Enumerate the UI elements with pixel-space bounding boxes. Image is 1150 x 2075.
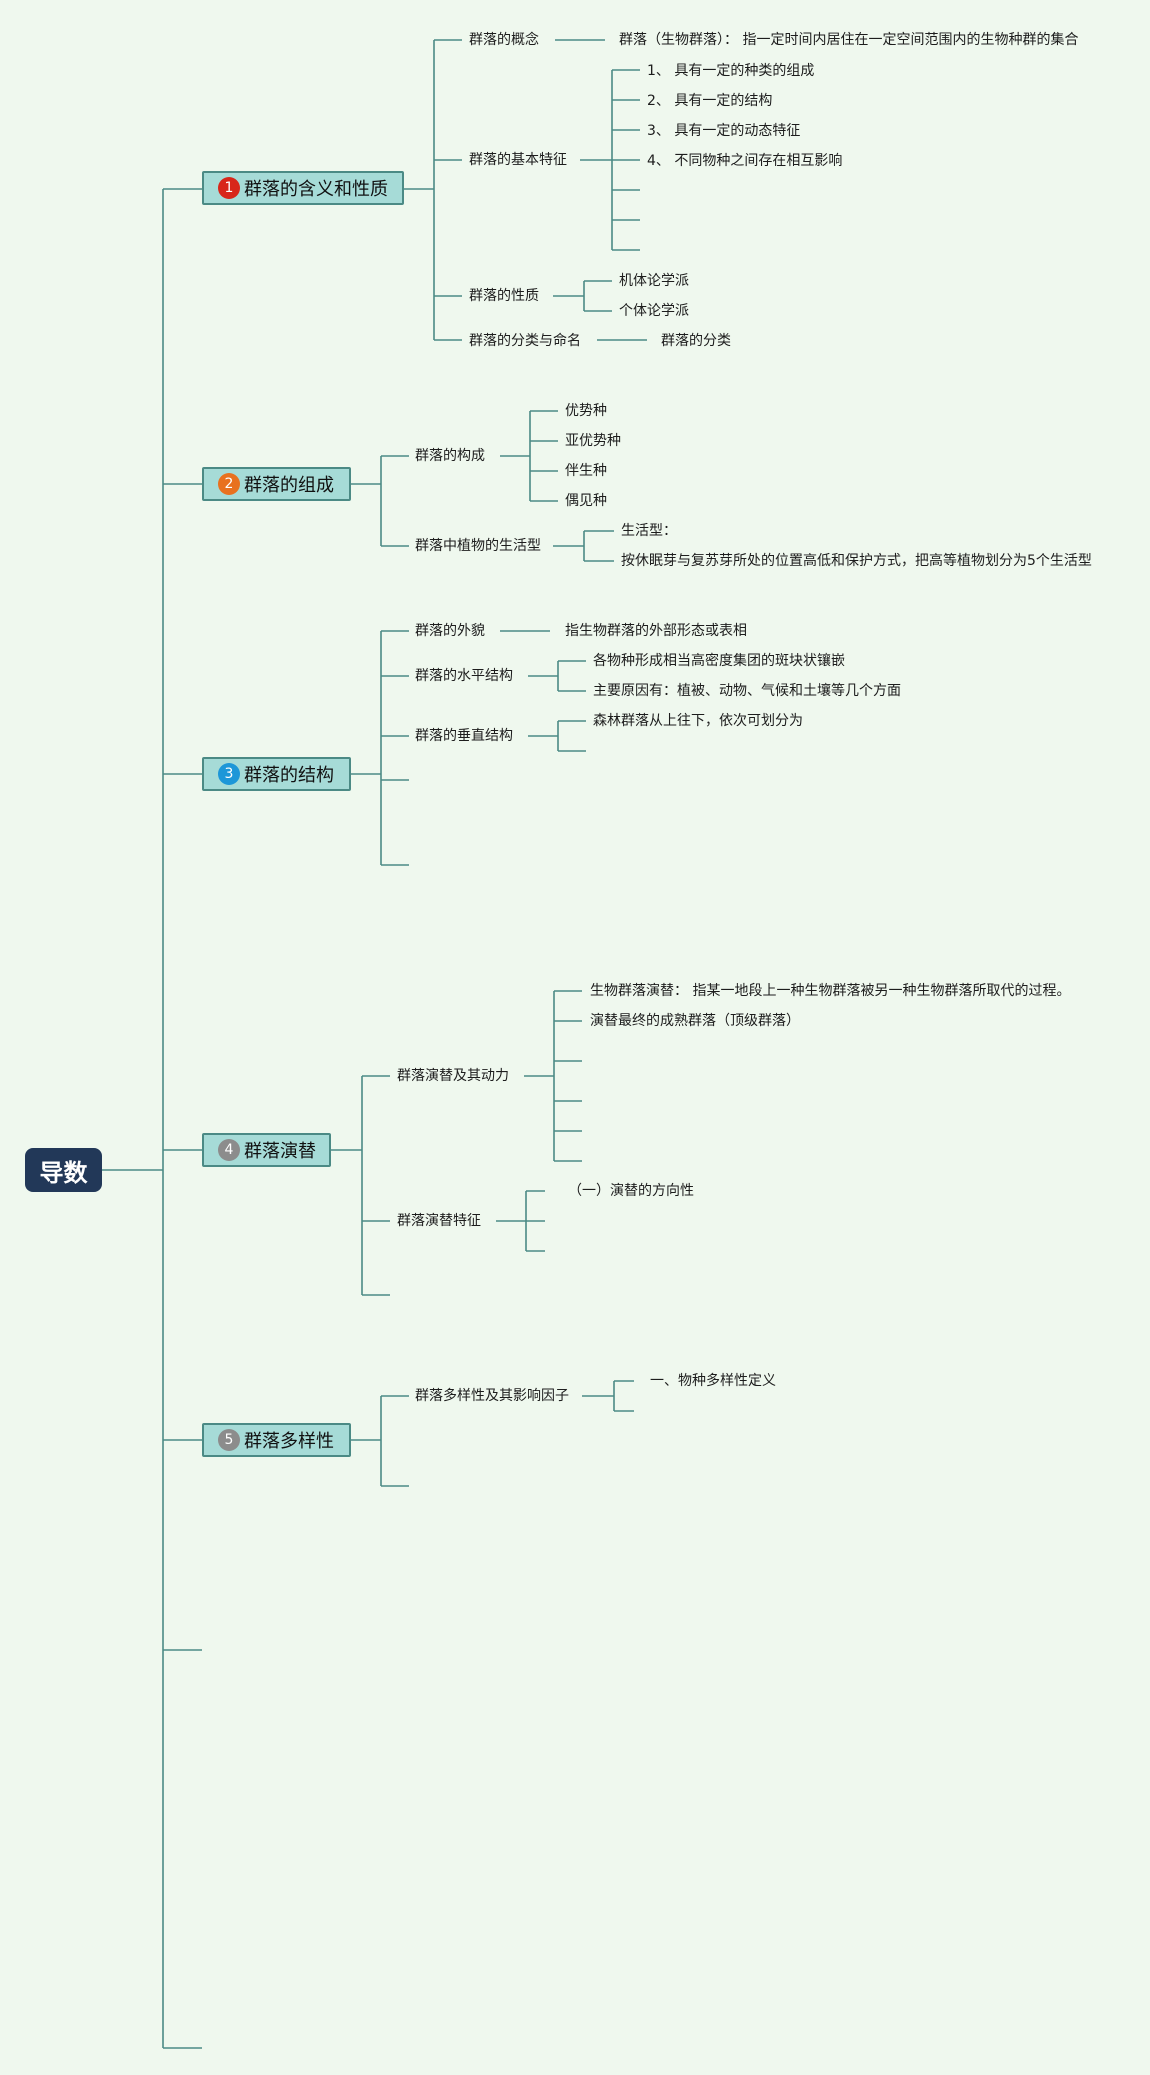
number-badge-2: 2	[218, 473, 240, 495]
leaf-label[interactable]: 3、 具有一定的动态特征	[647, 123, 801, 139]
number-badge-4: 4	[218, 1139, 240, 1161]
subtopic-label[interactable]: 群落的外貌	[415, 623, 485, 639]
root-label: 导数	[39, 1158, 88, 1187]
subtopic-label[interactable]: 群落演替及其动力	[397, 1068, 509, 1084]
leaf-label[interactable]: （一）演替的方向性	[568, 1183, 694, 1199]
topic-node-4[interactable]: 4 群落演替	[202, 1133, 331, 1167]
topic-label-3: 群落的结构	[244, 765, 334, 786]
leaf-label[interactable]: 演替最终的成熟群落（顶级群落）	[590, 1013, 800, 1029]
leaf-label[interactable]: 2、 具有一定的结构	[647, 93, 773, 109]
subtopic-label[interactable]: 群落的水平结构	[415, 668, 513, 684]
leaf-label[interactable]: 亚优势种	[565, 433, 621, 449]
leaf-label[interactable]: 群落（生物群落）： 指一定时间内居住在一定空间范围内的生物种群的集合	[619, 32, 1079, 48]
leaf-label[interactable]: 主要原因有：植被、动物、气候和土壤等几个方面	[593, 683, 901, 699]
subtopic-label[interactable]: 群落的概念	[469, 32, 539, 48]
leaf-label[interactable]: 森林群落从上往下，依次可划分为	[593, 713, 803, 729]
leaf-label[interactable]: 1、 具有一定的种类的组成	[647, 63, 815, 79]
leaf-label[interactable]: 4、 不同物种之间存在相互影响	[647, 153, 843, 169]
topic-node-1[interactable]: 1 群落的含义和性质	[202, 171, 404, 205]
subtopic-label[interactable]: 群落多样性及其影响因子	[415, 1388, 569, 1404]
leaf-label[interactable]: 生活型：	[621, 523, 677, 539]
root-node[interactable]: 导数	[25, 1148, 102, 1192]
topic-node-5[interactable]: 5 群落多样性	[202, 1423, 351, 1457]
leaf-label[interactable]: 优势种	[565, 403, 607, 419]
subtopic-label[interactable]: 群落的性质	[469, 288, 539, 304]
topic-node-2[interactable]: 2 群落的组成	[202, 467, 351, 501]
subtopic-label[interactable]: 群落的垂直结构	[415, 728, 513, 744]
leaf-label[interactable]: 各物种形成相当高密度集团的斑块状镶嵌	[593, 653, 845, 669]
leaf-label[interactable]: 群落的分类	[661, 333, 731, 349]
subtopic-label[interactable]: 群落的分类与命名	[469, 333, 581, 349]
topic-label-2: 群落的组成	[244, 475, 334, 496]
subtopic-label[interactable]: 群落中植物的生活型	[415, 538, 541, 554]
leaf-label[interactable]: 指生物群落的外部形态或表相	[565, 623, 747, 639]
topic-node-3[interactable]: 3 群落的结构	[202, 757, 351, 791]
leaf-label[interactable]: 生物群落演替： 指某一地段上一种生物群落被另一种生物群落所取代的过程。	[590, 983, 1071, 999]
leaf-label[interactable]: 个体论学派	[619, 303, 689, 319]
number-badge-5: 5	[218, 1429, 240, 1451]
subtopic-label[interactable]: 群落的基本特征	[469, 152, 567, 168]
topic-label-5: 群落多样性	[244, 1431, 334, 1452]
topic-label-1: 群落的含义和性质	[244, 179, 388, 200]
number-badge-3: 3	[218, 763, 240, 785]
leaf-label[interactable]: 按休眠芽与复苏芽所处的位置高低和保护方式，把高等植物划分为5个生活型	[621, 553, 1092, 569]
subtopic-label[interactable]: 群落的构成	[415, 448, 485, 464]
leaf-label[interactable]: 伴生种	[565, 463, 607, 479]
leaf-label[interactable]: 一、物种多样性定义	[650, 1373, 776, 1389]
leaf-label[interactable]: 偶见种	[565, 493, 607, 509]
topic-label-4: 群落演替	[244, 1141, 316, 1162]
subtopic-label[interactable]: 群落演替特征	[397, 1213, 481, 1229]
leaf-label[interactable]: 机体论学派	[619, 273, 689, 289]
number-badge-1: 1	[218, 177, 240, 199]
